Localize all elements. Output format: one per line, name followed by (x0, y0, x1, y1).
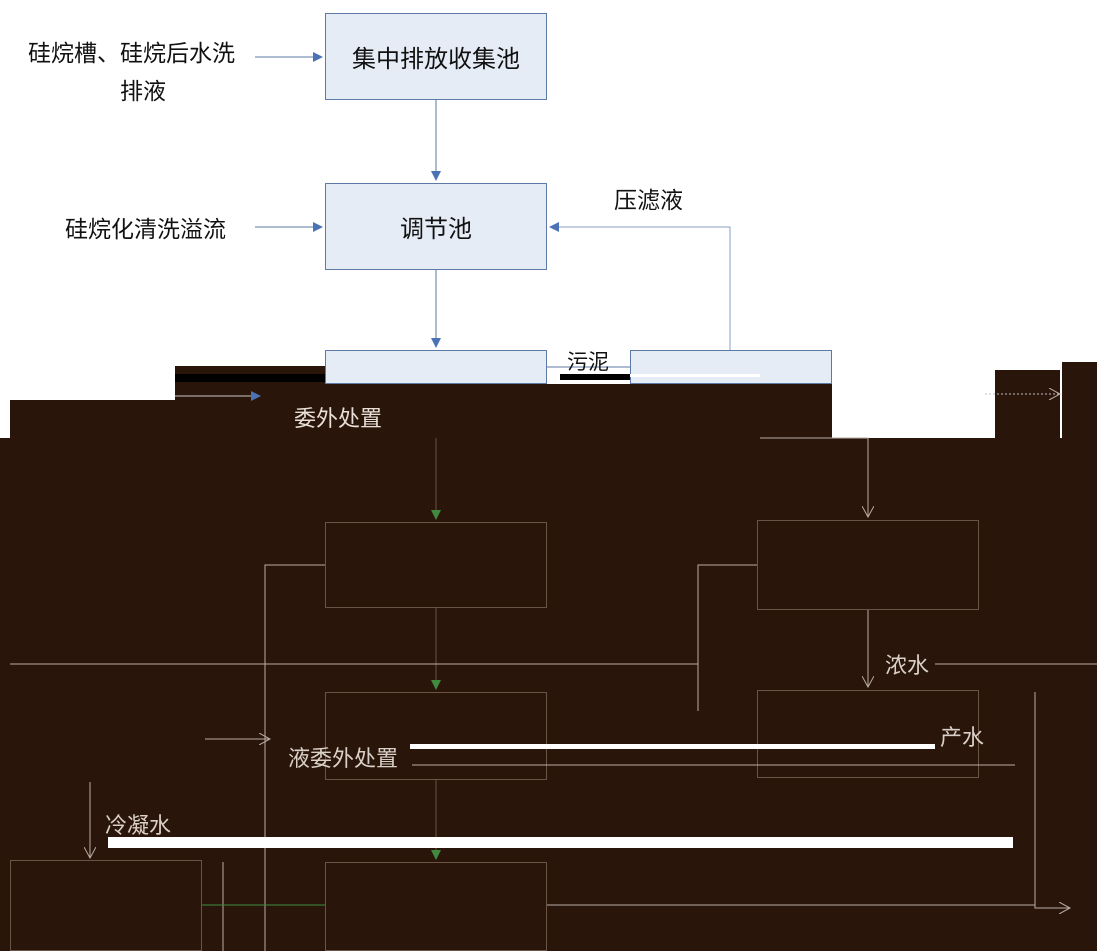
arrow-filtrate-return (549, 222, 731, 350)
dark-box-1 (325, 522, 547, 608)
glitch-bar (108, 837, 1013, 848)
corruption-streak (995, 370, 1060, 438)
corruption-streak (10, 400, 175, 438)
sludge-label: 污泥 (567, 350, 609, 374)
dark-box-4 (757, 690, 979, 778)
glitch-bar (410, 744, 935, 749)
treatment-box-left (325, 350, 547, 384)
dark-box-3 (325, 692, 547, 780)
line-left-v (264, 564, 325, 951)
arrow-right-branch (760, 437, 868, 517)
filtrate-label: 压滤液 (614, 188, 683, 214)
input-silane-overflow: 硅烷化清洗溢流 (65, 217, 226, 243)
dark-box-2 (757, 520, 979, 610)
outsource-label: 委外处置 (294, 407, 383, 432)
collection-pool-box: 集中排放收集池 (325, 13, 547, 100)
outsource-2-label: 液委外处置 (288, 747, 399, 772)
product-water-label: 产水 (940, 726, 985, 751)
input-silane-tank-line1: 硅烷槽、硅烷后水洗 (28, 41, 235, 67)
glitch-bar (630, 374, 760, 377)
sludge-box (630, 350, 832, 384)
corruption-streak (1062, 362, 1097, 438)
corruption-streak (175, 374, 375, 382)
line-left-loop (697, 564, 757, 711)
adjustment-pool-label: 调节池 (400, 215, 472, 243)
line-right-v (1034, 692, 1070, 908)
corrupted-image-region (0, 438, 1097, 951)
concentrate-label: 浓水 (885, 654, 930, 679)
corruption-streak (324, 384, 832, 438)
adjustment-pool-box: 调节池 (325, 183, 547, 270)
input-silane-tank-line2: 排液 (120, 79, 166, 105)
collection-pool-label: 集中排放收集池 (352, 45, 520, 73)
condensate-label: 冷凝水 (105, 814, 172, 839)
